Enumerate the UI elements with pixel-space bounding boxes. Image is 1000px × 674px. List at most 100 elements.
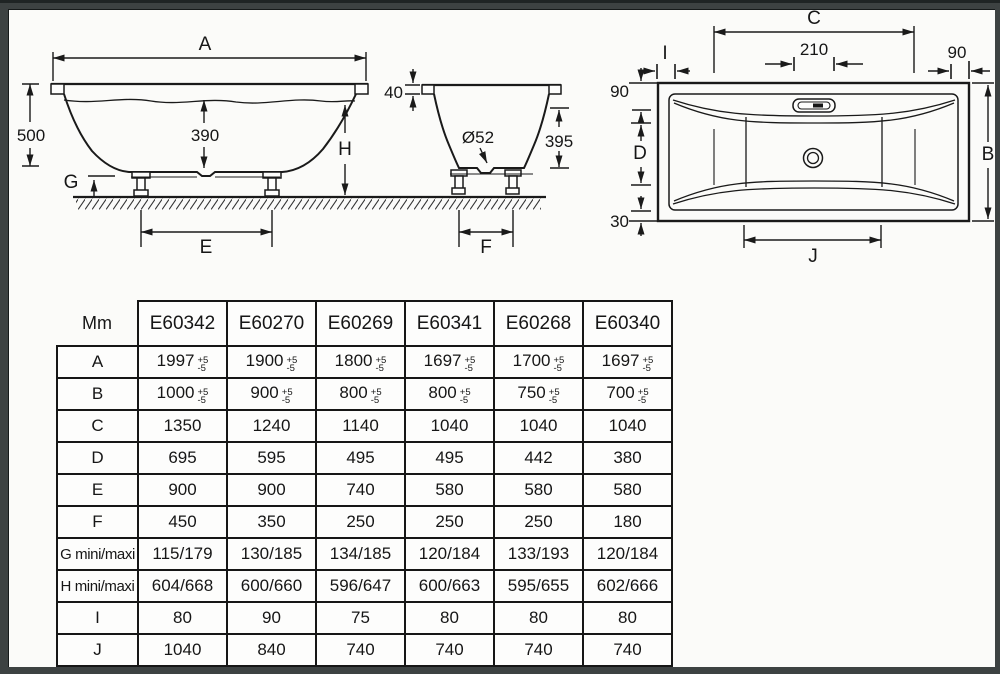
row-label-cell: B: [56, 377, 139, 411]
value-cell: 800+5-5: [315, 377, 406, 411]
value-cell: 600/663: [404, 569, 495, 603]
dim-label-g: G: [64, 172, 79, 193]
value-cell: 250: [315, 505, 406, 539]
value-text: 495: [346, 448, 375, 467]
value-cell: 80: [582, 601, 673, 635]
foot-base: [264, 189, 280, 197]
value-cell: 495: [315, 441, 406, 475]
dim-label-f: F: [480, 237, 492, 258]
value-cell: 250: [493, 505, 584, 539]
value-cell: 900: [226, 473, 317, 507]
value-text: 900: [257, 480, 286, 499]
value-cell: 1040: [582, 409, 673, 443]
value-text: 1140: [342, 416, 379, 435]
dim-label-drain: Ø52: [462, 128, 494, 147]
value-cell: 1000+5-5: [137, 377, 228, 411]
value-text: 1040: [519, 416, 558, 435]
value-cell: 120/184: [404, 537, 495, 571]
value-cell: 134/185: [315, 537, 406, 571]
value-text: 115/179: [152, 544, 213, 563]
value-cell: 250: [404, 505, 495, 539]
tolerance-stack: +5-5: [370, 386, 382, 406]
value-cell: 1697+5-5: [582, 345, 673, 379]
tolerance-stack: +5-5: [642, 354, 654, 374]
value-text: 130/185: [240, 544, 303, 563]
value-text: 595: [257, 448, 286, 467]
value-cell: 1140: [315, 409, 406, 443]
column-header: E60269: [315, 300, 406, 347]
rim-cap-right: [548, 84, 562, 95]
dim-label-90-left: 90: [610, 82, 629, 101]
dim-label-e: E: [200, 237, 213, 258]
tolerance-stack: +5-5: [548, 386, 560, 406]
value-cell: 120/184: [582, 537, 673, 571]
value-cell: 695: [137, 441, 228, 475]
drain-outer: [802, 147, 824, 169]
technical-drawings: A 500 390 G H E: [17, 10, 994, 267]
value-cell: 1697+5-5: [404, 345, 495, 379]
tub-shell: [63, 93, 357, 177]
value-text: 442: [524, 448, 553, 467]
side-view-drawing: A 500 390 G H E: [17, 34, 546, 258]
value-text: 580: [524, 480, 553, 499]
value-text: 695: [168, 448, 197, 467]
value-text: 120/184: [596, 544, 659, 563]
value-cell: 130/185: [226, 537, 317, 571]
value-cell: 900+5-5: [226, 377, 317, 411]
dim-label-c: C: [807, 10, 821, 29]
value-cell: 740: [582, 633, 673, 667]
value-cell: 1350: [137, 409, 228, 443]
value-cell: 180: [582, 505, 673, 539]
foot-leg: [267, 177, 277, 192]
value-text: 740: [346, 480, 375, 499]
row-label-cell: G mini/maxi: [56, 537, 139, 571]
value-text: 580: [613, 480, 642, 499]
row-label-cell: E: [56, 473, 139, 507]
value-text: 1040: [608, 416, 647, 435]
value-cell: 800+5-5: [404, 377, 495, 411]
value-text: 602/666: [596, 576, 659, 595]
row-label-cell: J: [56, 633, 139, 667]
tolerance-stack: +5-5: [553, 354, 565, 374]
tolerance-stack: +5-5: [281, 386, 293, 406]
value-text: 80: [173, 608, 192, 627]
rim-cap-right: [354, 83, 369, 95]
value-cell: 840: [226, 633, 317, 667]
value-text: 740: [346, 640, 375, 659]
value-cell: 602/666: [582, 569, 673, 603]
value-text: 380: [613, 448, 642, 467]
value-cell: 80: [404, 601, 495, 635]
value-cell: 580: [493, 473, 584, 507]
value-cell: 595: [226, 441, 317, 475]
value-cell: 1040: [404, 409, 495, 443]
value-text: 80: [618, 608, 637, 627]
foot-base: [505, 187, 520, 195]
value-cell: 596/647: [315, 569, 406, 603]
value-text: 350: [257, 512, 286, 531]
value-cell: 80: [493, 601, 584, 635]
value-text: 600/663: [418, 576, 481, 595]
value-text: 800: [339, 382, 368, 402]
value-text: 840: [257, 640, 286, 659]
value-text: 1040: [430, 416, 469, 435]
foot-pad: [450, 169, 468, 177]
value-text: 1697: [423, 350, 462, 370]
value-cell: 740: [315, 473, 406, 507]
value-cell: 75: [315, 601, 406, 635]
foot-base: [133, 189, 149, 197]
column-header: E60342: [137, 300, 228, 347]
value-text: 604/668: [151, 576, 214, 595]
value-text: 250: [435, 512, 464, 531]
value-text: 1697: [601, 350, 640, 370]
value-cell: 442: [493, 441, 584, 475]
tolerance-stack: +5-5: [459, 386, 471, 406]
value-cell: 1700+5-5: [493, 345, 584, 379]
value-text: 80: [440, 608, 459, 627]
